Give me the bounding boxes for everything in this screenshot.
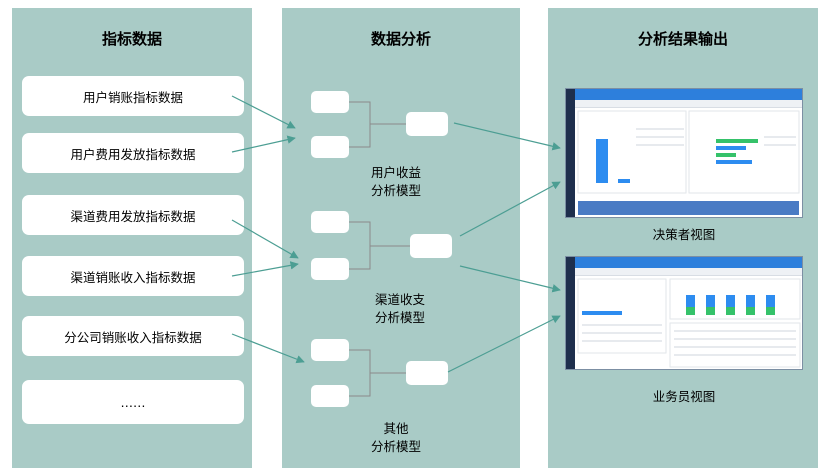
model2-input-box-a [311, 211, 349, 233]
model1-output-box [406, 112, 448, 136]
decision-thumb-graphics [577, 110, 800, 215]
thumb2-sidebar [566, 257, 575, 369]
decision-maker-view-screenshot [565, 88, 803, 218]
metric-user-fee: 用户费用发放指标数据 [22, 133, 244, 173]
model3-input-box-a [311, 339, 349, 361]
analysis-column-title: 数据分析 [370, 30, 431, 48]
model3-label: 其他 分析模型 [370, 421, 421, 454]
model1-input-box-b [311, 136, 349, 158]
thumb-tabs [575, 100, 802, 108]
decision-maker-view-label: 决策者视图 [652, 227, 716, 242]
metric-branch-income: 分公司销账收入指标数据 [22, 316, 244, 356]
thumb-hbar-4 [716, 160, 752, 164]
thumb-table-header [578, 201, 799, 215]
thumb-topbar [566, 89, 802, 100]
model1-input-box-a [311, 91, 349, 113]
thumb2-tabs [575, 268, 802, 276]
thumb-bar-1 [596, 139, 608, 183]
metric-more: …… [22, 380, 244, 424]
model2-input-box-b [311, 258, 349, 280]
thumb-sidebar [566, 89, 575, 217]
output-column-title: 分析结果输出 [637, 30, 728, 48]
thumb2-blue-bar [582, 311, 622, 315]
model2-label: 渠道收支 分析模型 [374, 292, 425, 325]
metrics-column: 指标数据 用户销账指标数据 用户费用发放指标数据 渠道费用发放指标数据 渠道销账… [12, 8, 252, 468]
model3-output-box [406, 361, 448, 385]
model1-label: 用户收益 分析模型 [370, 165, 421, 198]
thumb-hbar-1 [716, 139, 758, 143]
metrics-column-title: 指标数据 [101, 30, 162, 48]
salesperson-view-screenshot [565, 256, 803, 370]
thumb-hbar-3 [716, 153, 736, 157]
analysis-column: 数据分析 用户收益 分析模型 渠道收支 分析模型 其他 分析模型 [282, 8, 520, 468]
thumb-hbar-2 [716, 146, 746, 150]
output-column: 分析结果输出 决策者视图 [548, 8, 818, 468]
model3-input-box-b [311, 385, 349, 407]
metric-channel-fee: 渠道费用发放指标数据 [22, 195, 244, 235]
thumb-bar-2 [618, 179, 630, 183]
salesperson-thumb-graphics [577, 278, 801, 368]
thumb2-topbar [566, 257, 802, 268]
model2-output-box [410, 234, 452, 258]
metric-user-writeoff: 用户销账指标数据 [22, 76, 244, 116]
metric-channel-income: 渠道销账收入指标数据 [22, 256, 244, 296]
salesperson-view-label: 业务员视图 [652, 389, 716, 404]
